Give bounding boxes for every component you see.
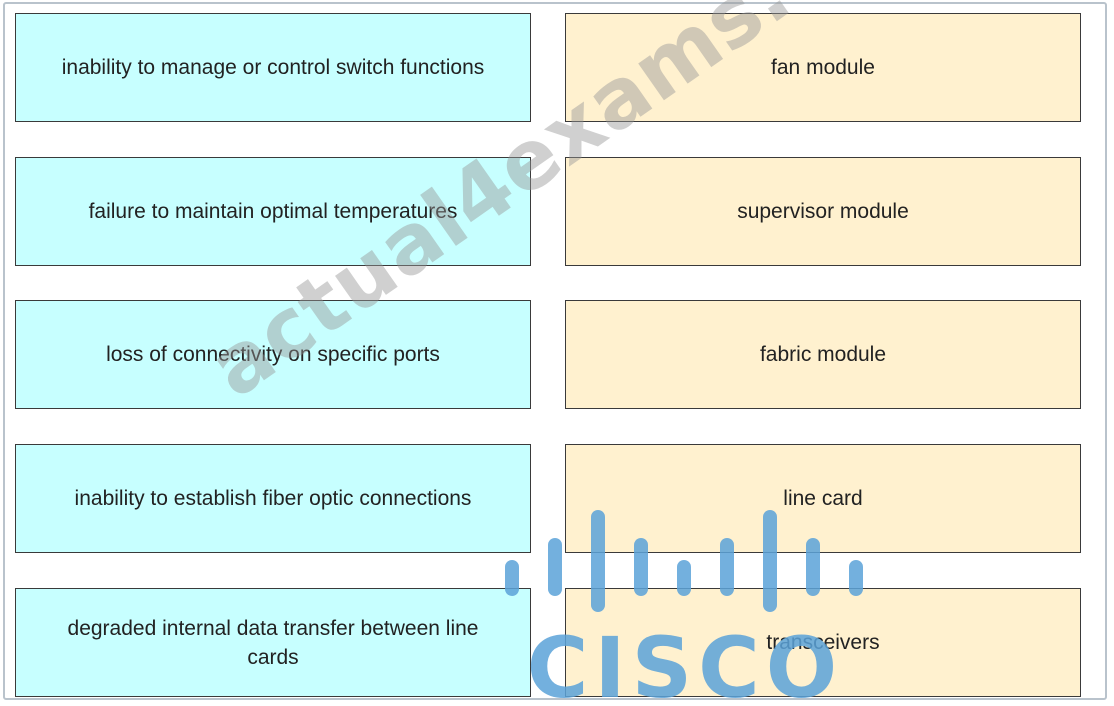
symptom-card-3[interactable]: loss of connectivity on specific ports: [15, 300, 531, 409]
component-label: fan module: [771, 56, 875, 79]
component-label: fabric module: [759, 343, 887, 366]
component-target-4[interactable]: line card: [565, 444, 1081, 553]
component-label: transceivers: [766, 631, 880, 654]
symptom-card-1[interactable]: inability to manage or control switch fu…: [15, 13, 531, 122]
symptom-card-4[interactable]: inability to establish fiber optic conne…: [15, 444, 531, 553]
symptom-card-2[interactable]: failure to maintain optimal temperatures: [15, 157, 531, 266]
component-target-2[interactable]: supervisor module: [565, 157, 1081, 266]
component-target-5[interactable]: transceivers: [565, 588, 1081, 697]
symptom-label: inability to establish fiber optic conne…: [74, 487, 472, 510]
component-target-1[interactable]: fan module: [565, 13, 1081, 122]
component-target-3[interactable]: fabric module: [565, 300, 1081, 409]
symptom-label: loss of connectivity on specific ports: [106, 343, 440, 366]
component-label: line card: [783, 487, 863, 510]
symptom-label: degraded internal data transfer between …: [67, 616, 479, 669]
symptom-label: failure to maintain optimal temperatures: [88, 200, 458, 223]
component-label: supervisor module: [737, 200, 909, 223]
symptom-card-5[interactable]: degraded internal data transfer between …: [15, 588, 531, 697]
symptom-label: inability to manage or control switch fu…: [61, 56, 485, 79]
